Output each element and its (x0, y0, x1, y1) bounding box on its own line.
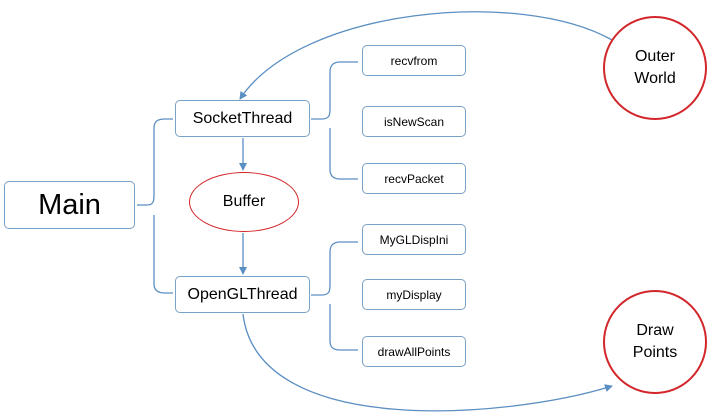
outer-world-node: Outer World (603, 16, 707, 120)
socket-brace (311, 61, 358, 180)
main-node: Main (4, 181, 135, 229)
recvpacket-node: recvPacket (362, 163, 466, 194)
outer-world-to-socket-arrow (239, 11, 613, 100)
draw-points-node: Draw Points (603, 290, 707, 394)
recvfrom-node: recvfrom (362, 45, 466, 76)
buffer-node: Buffer (189, 172, 299, 232)
opengl-thread-node: OpenGLThread (175, 276, 310, 313)
mydisplay-node: myDisplay (362, 279, 466, 310)
opengl-to-draw-points-arrow (242, 313, 613, 412)
drawallpoints-node: drawAllPoints (362, 336, 466, 367)
mygldispini-node: MyGLDispIni (362, 224, 466, 255)
opengl-brace (311, 241, 358, 351)
socket-thread-node: SocketThread (175, 100, 310, 137)
isnewscan-node: isNewScan (362, 106, 466, 137)
main-brace (137, 118, 173, 294)
